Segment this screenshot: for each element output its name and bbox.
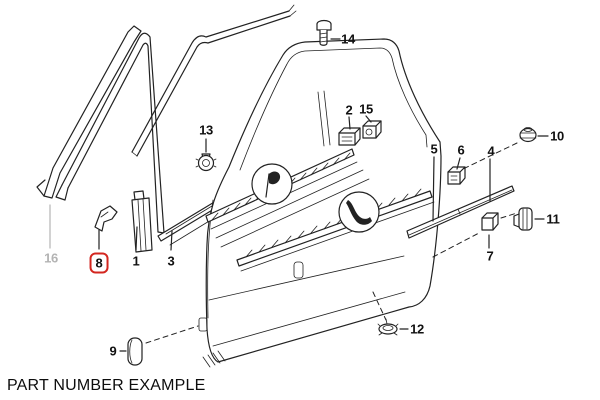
part-10-nut (519, 127, 537, 143)
callout-13[interactable]: 13 (199, 122, 213, 138)
part-7-clip (481, 212, 499, 231)
callout-14[interactable]: 14 (341, 31, 355, 47)
part-8-corner-piece (94, 205, 118, 232)
part-11-grommet (513, 207, 533, 231)
part-9-buffer (127, 337, 143, 366)
callout-12[interactable]: 12 (410, 321, 424, 337)
callout-2[interactable]: 2 (345, 102, 353, 118)
callout-10[interactable]: 10 (550, 128, 564, 144)
window-frame-trim (55, 32, 165, 234)
callout-15[interactable]: 15 (359, 101, 373, 117)
callout-8[interactable]: 8 (89, 252, 109, 274)
part-15-clip (362, 120, 382, 139)
callout-1[interactable]: 1 (132, 253, 140, 269)
part-4-5-lower-molding (406, 185, 515, 239)
part-14-screw (316, 19, 332, 46)
callout-3[interactable]: 3 (167, 253, 175, 269)
roof-rail-strip (131, 4, 297, 157)
caption: PART NUMBER EXAMPLE (7, 377, 206, 394)
callout-7[interactable]: 7 (486, 248, 494, 264)
door-panel (198, 38, 442, 368)
part-13-clip (195, 153, 217, 172)
callout-6[interactable]: 6 (457, 142, 465, 158)
part-1-window-guide (131, 190, 153, 253)
part-2-clip (338, 127, 361, 146)
callout-4[interactable]: 4 (487, 143, 495, 159)
callout-9[interactable]: 9 (109, 343, 117, 359)
callout-16[interactable]: 16 (44, 250, 58, 266)
detail-circle-rear-profile (338, 191, 380, 233)
callout-11[interactable]: 11 (546, 211, 560, 227)
part-16-gasket-strip (36, 25, 142, 199)
callout-5[interactable]: 5 (430, 141, 438, 157)
part-6-clip (447, 166, 466, 185)
detail-circle-front-profile (251, 163, 293, 205)
part-12-plug (377, 318, 399, 336)
leader-lines (49, 38, 549, 352)
